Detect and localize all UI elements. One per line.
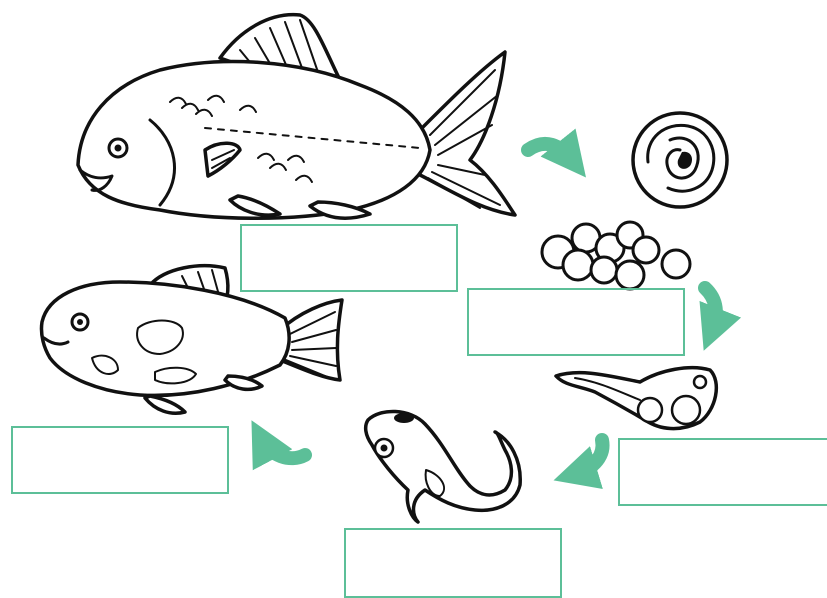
eggs-icon <box>540 220 692 291</box>
label-text-larva <box>620 440 827 460</box>
juvenile-fish-icon <box>39 264 344 415</box>
embryo-in-egg-icon <box>631 111 729 209</box>
label-box-eggs[interactable] <box>467 288 685 356</box>
label-text-juvenile-fish <box>13 428 227 448</box>
label-box-juvenile-fish[interactable] <box>11 426 229 494</box>
label-text-adult-fish <box>242 226 456 246</box>
larva-icon <box>554 365 719 431</box>
label-box-adult-fish[interactable] <box>240 224 458 292</box>
arrow-adult-to-eggs <box>521 128 586 178</box>
arrow-larva-to-fry <box>553 433 610 490</box>
fry-icon <box>363 409 522 524</box>
label-text-fry <box>346 530 560 550</box>
adult-fish-icon <box>76 12 517 220</box>
arrow-eggs-to-larva <box>698 281 742 351</box>
cycle-arrows <box>251 128 742 490</box>
arrow-fry-to-juvenile <box>251 420 312 471</box>
label-box-fry[interactable] <box>344 528 562 598</box>
label-text-eggs <box>469 290 683 310</box>
label-box-larva[interactable] <box>618 438 827 506</box>
